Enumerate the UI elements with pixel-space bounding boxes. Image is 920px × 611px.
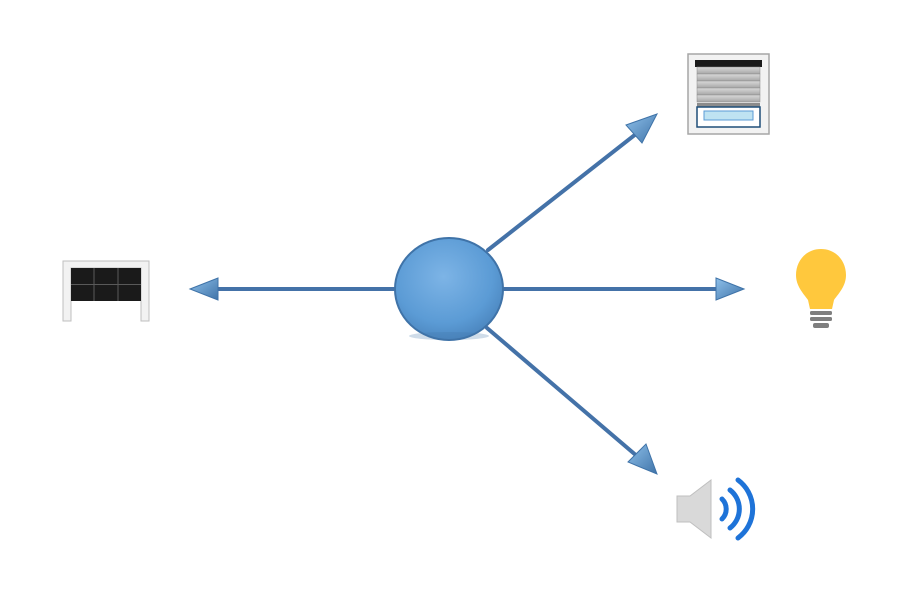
window-blind-icon (687, 53, 770, 135)
hub-shadow (409, 332, 489, 340)
connector-to-speaker (485, 326, 640, 459)
arrowhead-bulb (715, 277, 746, 301)
arrowheads (188, 113, 746, 475)
hub (394, 237, 504, 341)
speaker-icon (676, 477, 756, 541)
connector-to-blind (486, 132, 638, 252)
hub-circle (394, 237, 504, 341)
garage-door-icon (62, 260, 150, 322)
arrowhead-blind (625, 113, 659, 144)
light-bulb-icon (796, 249, 846, 328)
arrowhead-garage (188, 277, 219, 301)
connectors (210, 132, 726, 459)
arrowhead-speaker (627, 443, 658, 475)
